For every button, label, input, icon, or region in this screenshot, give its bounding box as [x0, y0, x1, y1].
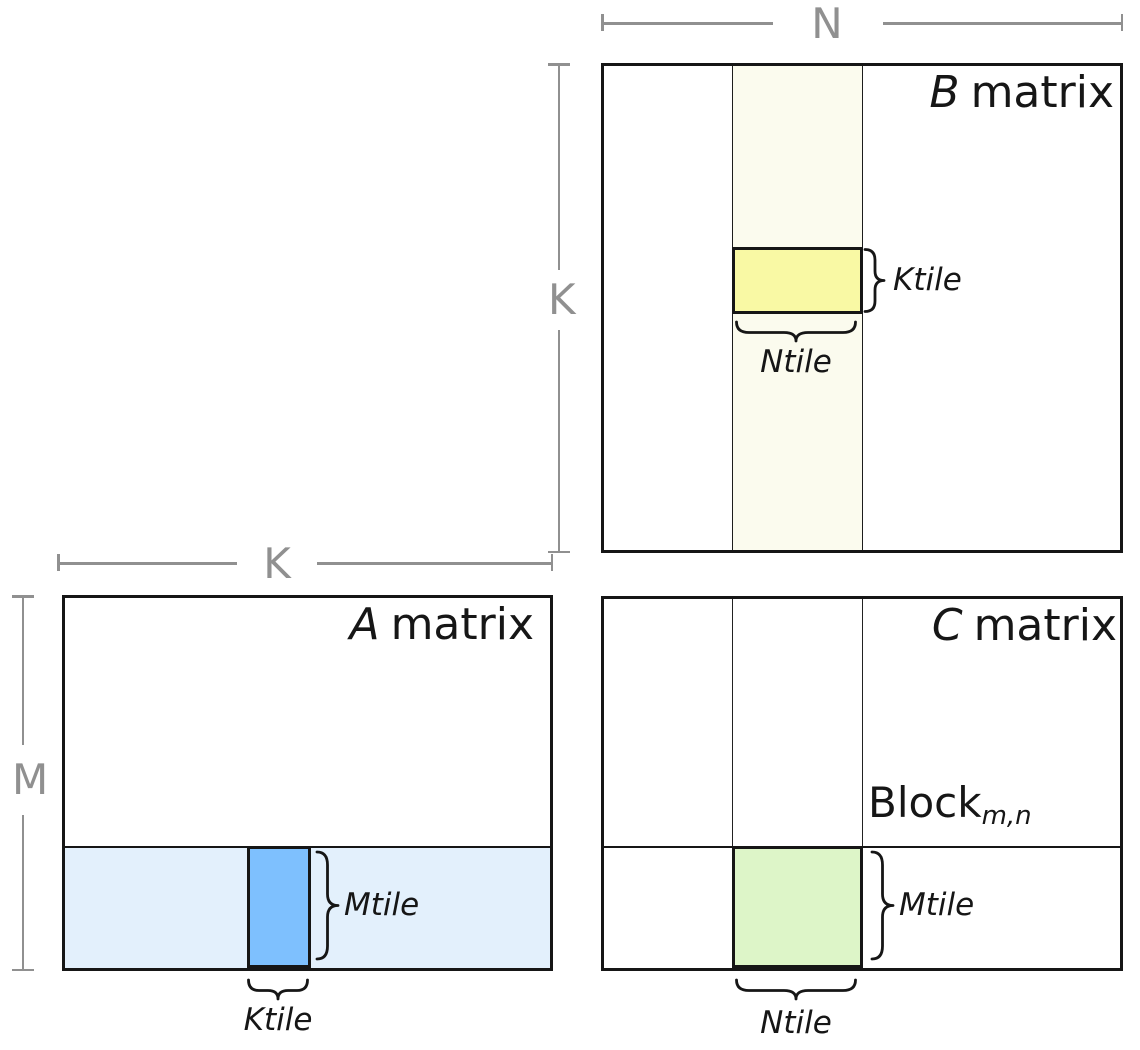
a-ktile-label: Ktile — [243, 1002, 313, 1038]
block-subscript: m,n — [981, 801, 1032, 831]
curly-brace-under-icon — [735, 320, 857, 343]
dimension-tick — [12, 595, 34, 598]
dimension-segment — [21, 597, 24, 745]
dimension-tick — [1120, 14, 1123, 31]
a-mtile-ktile-tile — [247, 846, 311, 968]
dimension-tick — [548, 63, 570, 66]
b-ktile-ntile-tile — [732, 247, 863, 314]
b-matrix-letter: B — [929, 67, 960, 118]
dimension-label-n: N — [811, 0, 843, 48]
c-matrix-word: matrix — [973, 600, 1117, 651]
c-matrix-letter: C — [931, 600, 963, 651]
dimension-line-n: N — [601, 1, 1123, 47]
c-mtile-label: Mtile — [899, 887, 975, 923]
dimension-label-k-a: K — [263, 539, 291, 588]
dimension-segment — [59, 562, 237, 565]
dimension-tick — [12, 968, 34, 971]
c-block-label: Blockm,n — [868, 778, 1032, 831]
a-mtile-label: Mtile — [344, 887, 420, 923]
b-ntile-label: Ntile — [760, 344, 832, 380]
c-column-guides — [732, 599, 863, 968]
dimension-segment — [603, 22, 773, 25]
b-matrix-word: matrix — [970, 67, 1114, 118]
a-matrix-letter: A — [349, 599, 380, 650]
block-word: Block — [868, 778, 982, 827]
dimension-segment — [317, 562, 551, 565]
dimension-segment — [883, 22, 1121, 25]
curly-brace-under-icon — [247, 978, 309, 1001]
curly-brace-right-icon — [315, 850, 340, 961]
dimension-line-k-b: K — [548, 63, 576, 553]
a-matrix-word: matrix — [390, 599, 534, 650]
dimension-segment — [557, 65, 560, 270]
dimension-segment — [21, 815, 24, 969]
dimension-tick — [548, 550, 570, 553]
curly-brace-under-icon — [735, 978, 857, 1001]
dimension-segment — [557, 330, 560, 551]
dimension-label-m: M — [12, 755, 49, 804]
curly-brace-right-icon — [870, 850, 895, 961]
dimension-tick — [601, 14, 604, 31]
c-ntile-label: Ntile — [760, 1005, 832, 1041]
curly-brace-right-icon — [863, 248, 886, 313]
b-ktile-label: Ktile — [893, 262, 962, 298]
dimension-line-k-a: K — [57, 541, 553, 587]
c-mtile-ntile-tile — [732, 846, 863, 968]
dimension-line-m: M — [12, 595, 49, 971]
dimension-label-k-b: K — [548, 275, 576, 324]
dimension-tick — [550, 554, 553, 571]
dimension-tick — [57, 554, 60, 571]
